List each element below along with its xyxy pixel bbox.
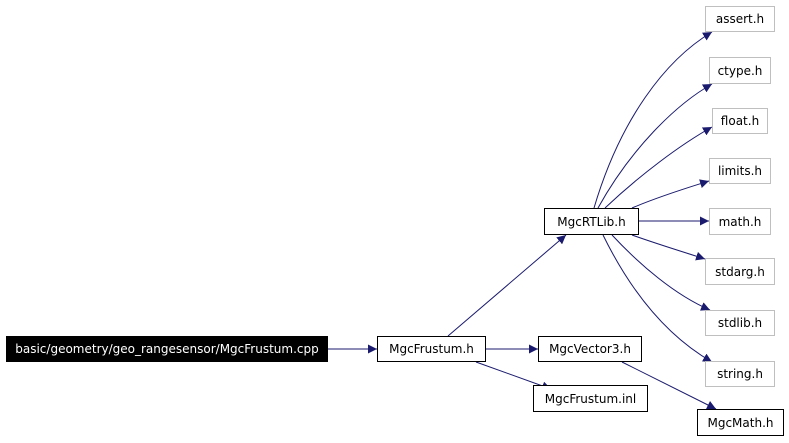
node-stdarg-h[interactable]: stdarg.h <box>705 258 775 285</box>
node-assert-h[interactable]: assert.h <box>705 6 775 32</box>
node-mgcvector3-h[interactable]: MgcVector3.h <box>538 336 642 362</box>
node-float-h[interactable]: float.h <box>712 108 768 134</box>
node-ctype-h[interactable]: ctype.h <box>709 57 771 84</box>
node-mgcmath-h[interactable]: MgcMath.h <box>697 409 784 436</box>
node-stdlib-h[interactable]: stdlib.h <box>705 310 775 336</box>
edge-mgc-rtlib-h-to-string-h <box>602 234 713 363</box>
edge-mgc-rtlib-h-to-ctype-h <box>597 83 713 209</box>
edge-mgc-rtlib-h-to-limits-h <box>631 179 710 209</box>
edge-mgc-rtlib-h-to-stdarg-h <box>631 234 706 261</box>
node-mgcfrustum-h[interactable]: MgcFrustum.h <box>377 336 486 362</box>
edge-mgc-frustum-h-to-mgc-frustum-inl <box>475 361 552 391</box>
edge-mgc-rtlib-h-to-float-h <box>604 126 713 209</box>
edge-mgc-rtlib-h-to-assert-h <box>593 31 713 209</box>
node-mgcrtlib-h[interactable]: MgcRTLib.h <box>544 208 639 235</box>
node-limits-h[interactable]: limits.h <box>709 158 771 184</box>
edge-mgc-vector3-h-to-mgc-math-h <box>621 361 717 410</box>
node-mgcfrustum-cpp: basic/geometry/geo_rangesensor/MgcFrustu… <box>6 336 328 362</box>
node-math-h[interactable]: math.h <box>709 208 771 235</box>
node-string-h[interactable]: string.h <box>705 361 775 387</box>
edge-mgc-rtlib-h-to-stdlib-h <box>611 234 711 311</box>
node-mgcfrustum-inl[interactable]: MgcFrustum.inl <box>533 385 648 412</box>
edge-mgc-frustum-h-to-mgc-rtlib-h <box>447 234 567 337</box>
